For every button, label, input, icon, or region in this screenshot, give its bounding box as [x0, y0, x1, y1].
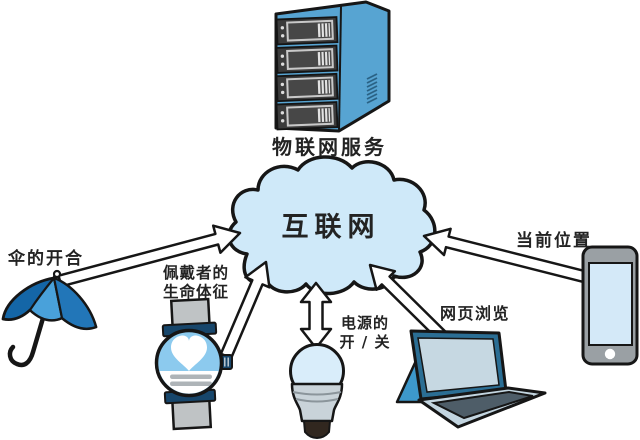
cloud-label: 互联网 [281, 212, 381, 243]
arrow-phone-to-cloud [422, 227, 589, 284]
heart-icon [171, 335, 207, 371]
server-unit-icon [275, 101, 339, 131]
phone-label: 当前位置 [516, 231, 592, 251]
umbrella-ferrule-icon [52, 269, 62, 279]
arrow-watch-to-cloud [219, 260, 271, 360]
server-label: 物联网服务 [272, 135, 387, 159]
phone-home-button-icon [604, 348, 616, 360]
server-unit-icon [275, 44, 339, 74]
server-vents-icon [366, 73, 378, 104]
watch-label: 佩戴者的 生命体征 [150, 264, 242, 302]
arrows [57, 224, 589, 360]
watch-label-line1: 佩戴者的 [162, 264, 229, 282]
bulb-screw-base-icon [302, 420, 332, 440]
internet-cloud-icon [227, 155, 437, 296]
laptop-label: 网页浏览 [439, 304, 510, 323]
bulb-label: 电源的 开 / 关 [336, 314, 394, 352]
umbrella-handle-icon [7, 271, 59, 368]
phone-screen-icon [588, 262, 633, 346]
smartphone-icon [581, 245, 639, 366]
watch-label-line2: 生命体征 [162, 283, 229, 301]
smartwatch-icon [154, 297, 233, 431]
lightbulb-icon [289, 343, 345, 440]
umbrella-label: 伞的开合 [8, 249, 84, 269]
server-unit-icon [275, 72, 339, 103]
bulb-label-line2: 开 / 关 [339, 333, 391, 351]
laptop-screen-icon [417, 337, 500, 393]
umbrella-icon [1, 269, 98, 368]
laptop-keyboard-icon [430, 390, 534, 420]
arrow-laptop-to-cloud [368, 263, 447, 341]
laptop-icon [395, 329, 547, 429]
bulb-label-line1: 电源的 [340, 314, 389, 332]
server-icon [274, 0, 391, 133]
arrow-umbrella-to-cloud [57, 224, 242, 288]
server-unit-icon [275, 16, 339, 46]
